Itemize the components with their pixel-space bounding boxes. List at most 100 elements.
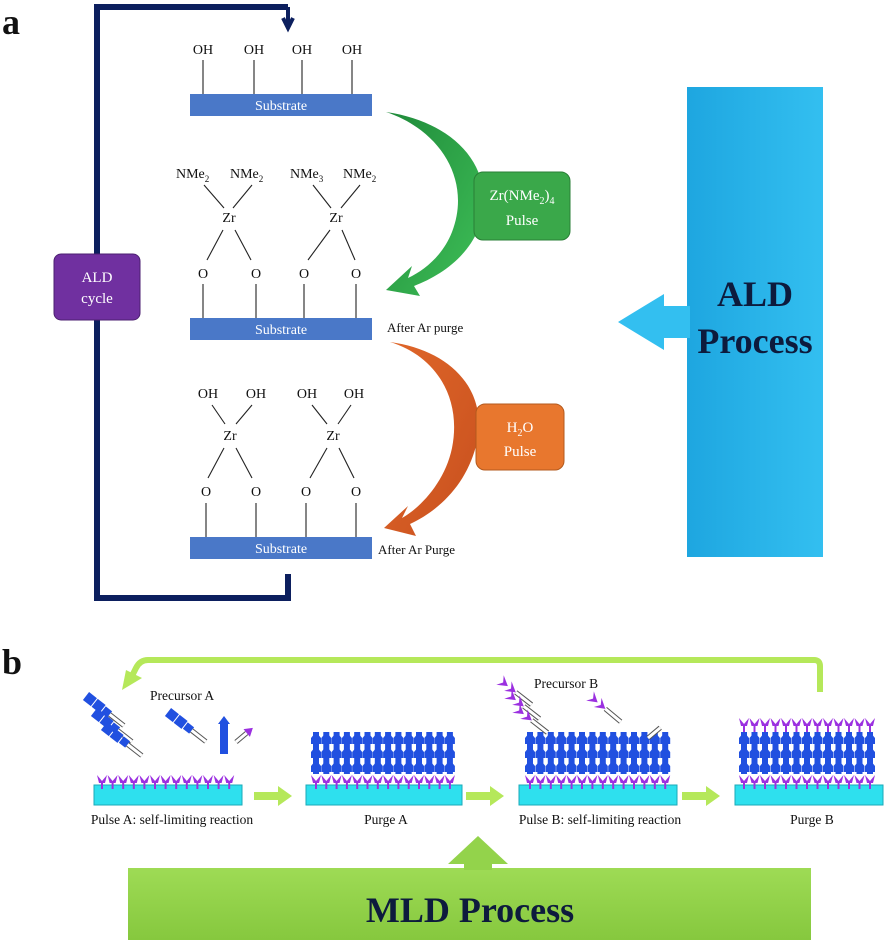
- linker-b: [865, 775, 875, 789]
- linker-b: [844, 775, 854, 789]
- chain-a: [393, 732, 404, 774]
- row-3-hydroxylated-zr: OH OH OH OH Zr Zr O O O O Substrate Afte…: [190, 387, 455, 559]
- linker-b: [192, 775, 203, 789]
- mld-substrate-3: [518, 784, 678, 806]
- linker-b: [213, 775, 224, 789]
- chain-a: [535, 732, 546, 774]
- o-1: O: [198, 267, 208, 282]
- linker-b: [393, 775, 404, 789]
- mld-substrate-2: [305, 784, 463, 806]
- linker-b: [812, 775, 823, 789]
- chain-a: [566, 732, 577, 774]
- linker-b: [749, 775, 760, 789]
- zr-4: Zr: [326, 429, 340, 444]
- linker-b: [791, 718, 802, 732]
- linker-b: [362, 775, 373, 789]
- linker-b: [739, 775, 749, 789]
- substrate-2: [190, 318, 372, 340]
- ald-cycle-line1: ALD: [82, 270, 113, 286]
- nme-3: NMe3: [290, 167, 324, 184]
- step-arrow-1: [254, 786, 292, 806]
- o-3: O: [299, 267, 309, 282]
- precursor-a-label: Precursor A: [150, 688, 214, 703]
- linker-b: [203, 775, 213, 789]
- linker-b: [545, 775, 556, 789]
- o-6: O: [251, 485, 261, 500]
- linker-b: [781, 775, 791, 789]
- zr-pulse-formula: Zr(NMe2)4: [490, 188, 555, 207]
- mld-process-arrow: [448, 836, 508, 870]
- linker-b: [444, 775, 455, 789]
- chain-a: [629, 732, 639, 774]
- zr-3: Zr: [223, 429, 237, 444]
- substrate-3-label: Substrate: [255, 542, 307, 557]
- linker-b: [770, 718, 781, 732]
- h2o-pulse-label: Pulse: [504, 444, 537, 460]
- linker-b: [739, 718, 749, 732]
- mld-process-bar: [128, 868, 811, 940]
- after-purge-2: After Ar Purge: [378, 542, 455, 557]
- chain-a: [854, 732, 865, 774]
- svg-text:OH: OH: [292, 43, 312, 58]
- zr-pulse-box: Zr(NMe2)4 Pulse: [473, 171, 571, 241]
- panel-a-label: a: [2, 2, 20, 42]
- o-5: O: [201, 485, 211, 500]
- ald-process-line2: Process: [697, 321, 812, 361]
- h2o-pulse-box: H2O Pulse: [475, 403, 565, 471]
- chain-a: [823, 732, 833, 774]
- pulse-a-molecules: [97, 775, 235, 789]
- chain-a: [781, 732, 791, 774]
- linker-b: [854, 718, 865, 732]
- chain-a: [844, 732, 854, 774]
- oh-4: OH: [342, 43, 362, 94]
- chain-a: [770, 732, 781, 774]
- precursor-a-molecules: Precursor A: [82, 688, 253, 758]
- chain-a: [618, 732, 629, 774]
- linker-b: [321, 775, 332, 789]
- nme-4: NMe2: [343, 167, 376, 184]
- oh-8: OH: [344, 387, 364, 402]
- pulse-b-molecules: [525, 732, 671, 789]
- substrate-2-label: Substrate: [255, 323, 307, 338]
- nme-1: NMe2: [176, 167, 209, 184]
- linker-b: [833, 775, 844, 789]
- linker-b: [311, 775, 321, 789]
- linker-b: [823, 718, 833, 732]
- linker-b: [812, 718, 823, 732]
- substrate-1: [190, 94, 372, 116]
- zr-2: Zr: [329, 211, 343, 226]
- row-1-hydroxylated-substrate: OH OH OH OH Substrate: [190, 43, 372, 116]
- chain-a: [577, 732, 587, 774]
- linker-b: [844, 718, 854, 732]
- step-arrow-3: [682, 786, 720, 806]
- ald-process-bar: [687, 87, 823, 557]
- zr-1: Zr: [222, 211, 236, 226]
- purge-b-molecules: [739, 718, 875, 789]
- chain-a: [321, 732, 332, 774]
- chain-a: [352, 732, 363, 774]
- linker-b: [181, 775, 192, 789]
- linker-b: [139, 775, 150, 789]
- chain-a: [802, 732, 812, 774]
- linker-b: [823, 775, 833, 789]
- chain-a: [639, 732, 650, 774]
- chain-a: [660, 732, 671, 774]
- linker-b: [770, 775, 781, 789]
- oh-6: OH: [246, 387, 266, 402]
- svg-text:OH: OH: [342, 43, 362, 58]
- h2o-pulse-arrow: [384, 342, 479, 536]
- oh-2: OH: [244, 43, 264, 94]
- step-caption-1: Pulse A: self-limiting reaction: [91, 812, 254, 827]
- ald-process-arrow: [618, 294, 690, 350]
- chain-a: [383, 732, 394, 774]
- linker-b: [535, 775, 546, 789]
- chain-a: [749, 732, 760, 774]
- svg-text:OH: OH: [193, 43, 213, 58]
- chain-a: [833, 732, 844, 774]
- oh-1: OH: [193, 43, 213, 94]
- linker-b: [629, 775, 639, 789]
- mld-process-label: MLD Process: [366, 890, 574, 930]
- svg-text:OH: OH: [244, 43, 264, 58]
